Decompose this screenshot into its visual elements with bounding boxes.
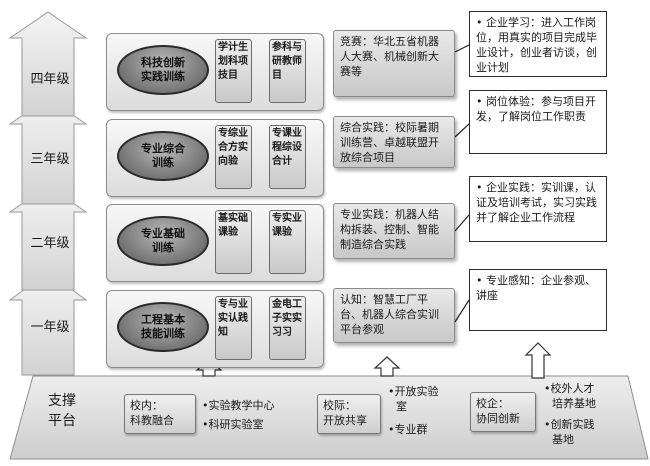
grade-label-2: 二年级 [30,236,70,251]
platform-list-item: •开放实验 [388,385,439,398]
enterprise-box-grade2: • 企业实践：实训课，认证及培训考试，实习实践并了解企业工作流程 [469,176,607,242]
program-line: 训练 [152,241,174,254]
program-line: 专业综合 [141,142,185,155]
sub-box-grade1-b: 金电工子实实习习 [269,296,306,360]
competition-box-grade1: 认知：智慧工厂平台、机器人综合实训平台参观 [333,288,455,343]
platform-list-item: •专业群 [388,423,428,436]
sub-box-grade4-a: 学计生划科项技目 [215,39,252,103]
platform-inter-label: 校际： [323,399,356,412]
platform-list-item: •创新实践 [544,418,595,431]
platform-list-item: •科研实验室 [202,418,264,431]
sub-box-grade3-b: 专课业程综设合计 [269,125,306,189]
platform-title-line: 平台 [48,413,76,429]
program-ellipse-grade3: 专业综合训练 [117,131,209,181]
platform-list-item: •实验教学中心 [202,399,275,412]
platform-inter-label: 开放共享 [323,414,367,427]
enterprise-box-grade3: • 岗位体验：参与项目开发，了解岗位工作职责 [469,90,607,154]
program-line: 实践训练 [141,70,185,83]
grade-label-3: 三年级 [30,152,70,167]
sub-box-grade2-a: 基实础课验 [215,210,252,274]
platform-enterprise-label: 校企： [476,397,509,410]
competition-box-grade4: 竞赛：华北五省机器人大赛、机械创新大赛等 [333,30,455,97]
grade-label-4: 四年级 [30,72,70,87]
platform-inter-list: •开放实验 室 •专业群 [388,384,439,437]
stair-arrow-4 [8,11,88,117]
competition-box-grade3: 综合实践：校际暑期训练营、卓越联盟开放综合项目 [333,116,455,168]
platform-enterprise-box: 校企： 协同创新 [470,392,536,432]
program-line: 训练 [152,156,174,169]
enterprise-box-grade4: • 企业学习：进入工作岗位，用真实的项目完成毕业设计，创业者访谈，创业计划 [469,11,607,77]
platform-school-label: 科教融合 [130,414,174,427]
up-arrow-enterprise [524,342,552,379]
platform-title-line: 支撑 [48,393,76,409]
platform-list-item: •校外人才 [544,382,595,395]
platform-list-item: 室 [396,400,407,413]
platform-inter-box: 校际： 开放共享 [317,394,381,434]
platform-list-item: 培养基地 [552,397,596,410]
sub-box-grade1-a: 专与业实认践知 [215,296,252,360]
program-ellipse-grade1: 工程基本技能训练 [117,302,209,352]
platform-title: 支撑 平台 [48,391,76,431]
up-arrow-inter [373,356,401,377]
sub-box-grade2-b: 专实业课验 [269,210,306,274]
program-line: 工程基本 [141,313,185,326]
platform-school-box: 校内： 科教融合 [124,394,196,434]
platform-enterprise-label: 协同创新 [476,412,520,425]
sub-box-grade4-b: 参科与研教师目 [269,39,306,103]
sub-box-grade3-a: 专综业合方实向验 [215,125,252,189]
program-ellipse-grade2: 专业基础训练 [117,216,209,266]
platform-list-item: 基地 [552,433,574,446]
competition-box-grade2: 专业实践：机器人结构拆装、控制、智能制造综合实践 [333,203,455,259]
platform-school-list: •实验教学中心 •科研实验室 [202,398,275,432]
platform-school-label: 校内： [130,399,163,412]
grade-label-1: 一年级 [30,320,70,335]
enterprise-box-grade1: • 专业感知：企业参观、讲座 [469,269,607,331]
program-line: 专业基础 [141,227,185,240]
program-ellipse-grade4: 科技创新实践训练 [117,45,209,95]
platform-enterprise-list: •校外人才 培养基地 •创新实践 基地 [544,381,596,447]
program-line: 科技创新 [141,56,185,69]
program-line: 技能训练 [141,327,185,340]
